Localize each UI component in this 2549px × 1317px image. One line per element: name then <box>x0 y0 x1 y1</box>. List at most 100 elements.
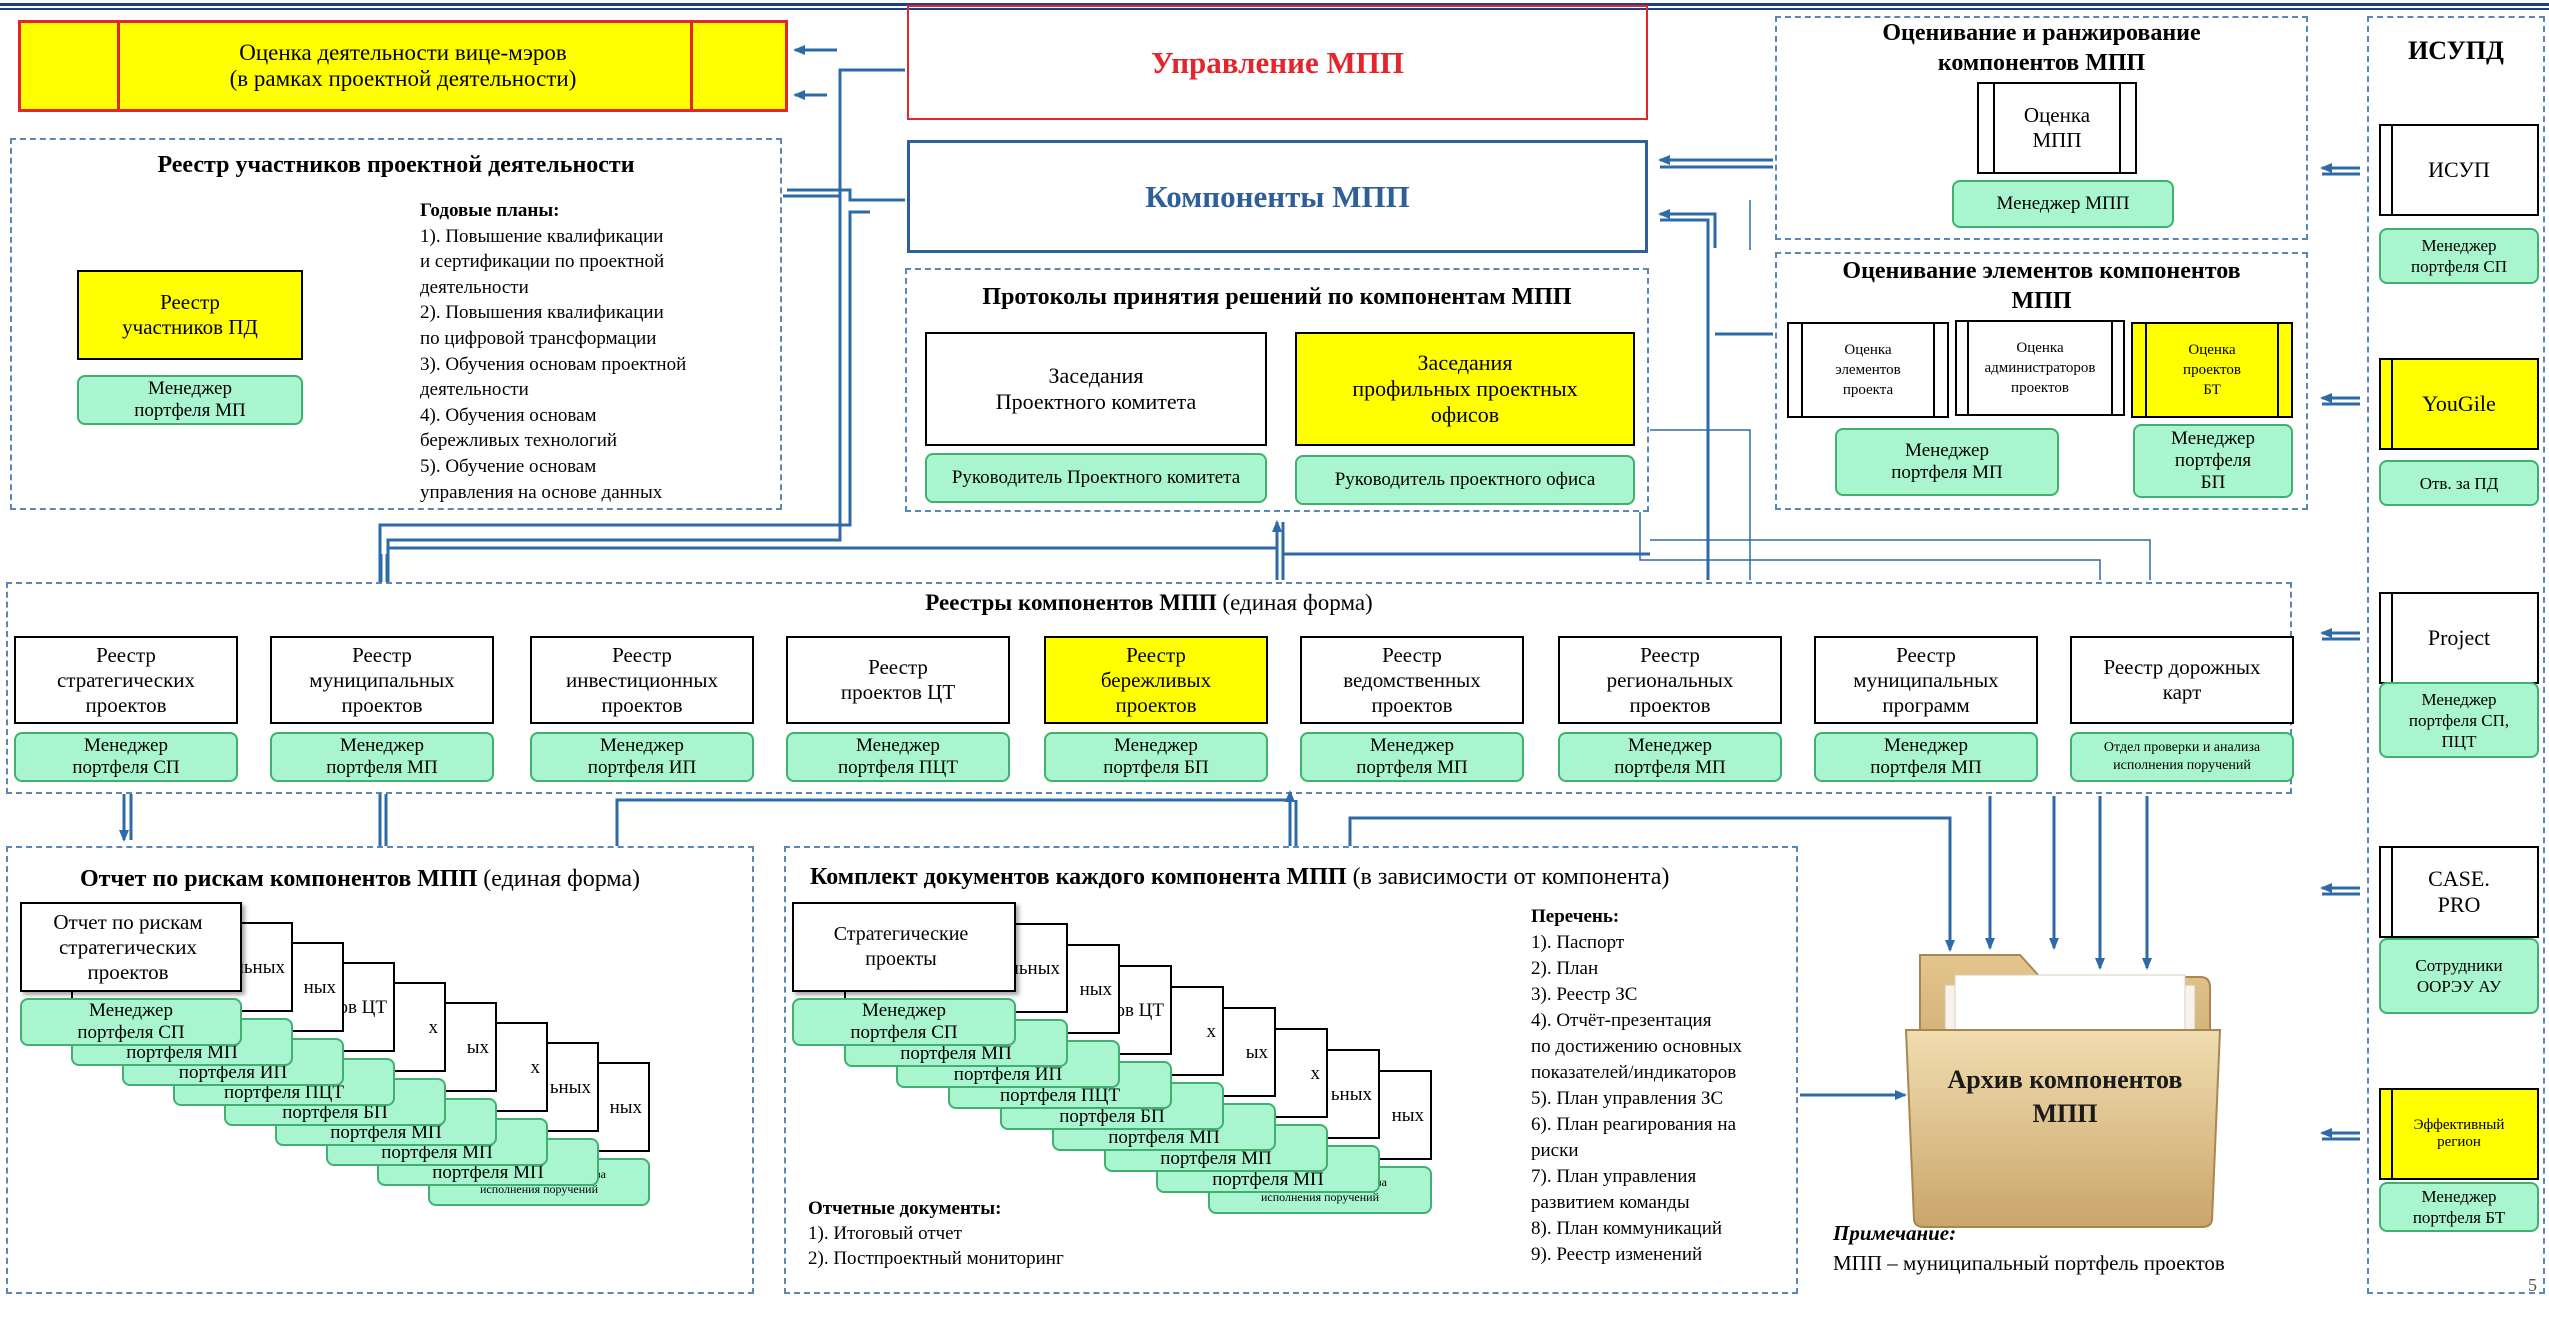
registry-name: Реестр ведомственных проектов <box>1343 642 1481 717</box>
registry-box: Реестр инвестиционных проектов <box>530 636 754 724</box>
ranking-panel: Оценивание и ранжирование компонентов МП… <box>1775 16 2308 240</box>
stacked-card: Отчет по рискам стратегических проектов <box>20 902 242 992</box>
ranking-manager: Менеджер МПП <box>1952 180 2174 228</box>
isupd-owner: Менеджер портфеля БТ <box>2379 1182 2539 1232</box>
stacked-card-label: Стратегические проекты <box>833 923 969 970</box>
stacked-card-label: ых <box>466 1036 489 1058</box>
note-text: МПП – муниципальный портфель проектов <box>1833 1251 2225 1275</box>
annual-plan-line: по цифровой трансформации <box>420 327 657 349</box>
stacked-card-owner-label: Менеджер портфеля СП <box>77 1000 185 1043</box>
stacked-card-owner: Менеджер портфеля СП <box>20 998 242 1046</box>
isupd-system-name: Project <box>2427 625 2491 650</box>
elements-manager-bp: Менеджер портфеля БП <box>2133 424 2293 498</box>
registry-name: Реестр муниципальных проектов <box>309 642 455 717</box>
eval-admins-box: Оценка администраторов проектов <box>1955 320 2125 416</box>
stacked-card-label: Отчет по рискам стратегических проектов <box>53 909 203 984</box>
registry-owner-label: Менеджер портфеля МП <box>1614 735 1726 778</box>
stacked-card-owner-label: Менеджер портфеля СП <box>850 1000 958 1043</box>
registry-owner: Менеджер портфеля МП <box>1814 732 2038 782</box>
docs-list-line: 9). Реестр изменений <box>1531 1244 1703 1265</box>
isupd-system-box: ИСУП <box>2379 124 2539 216</box>
isupd-system-name: Эффективный регион <box>2413 1117 2505 1150</box>
risks-panel: Отчет по рискам компонентов МПП (единая … <box>6 846 754 1294</box>
folder-icon <box>1904 954 2222 1228</box>
isupd-title: ИСУПД <box>2408 36 2504 65</box>
isupd-system-name: YouGile <box>2422 391 2496 416</box>
eval-bt-box: Оценка проектов БТ <box>2131 322 2293 418</box>
elements-panel: Оценивание элементов компонентов МПП Оце… <box>1775 252 2308 510</box>
stacked-card-label: льных <box>1009 957 1060 979</box>
components-header: Компоненты МПП <box>907 140 1648 253</box>
docs-list-line: 3). Реестр ЗС <box>1531 984 1638 1005</box>
registry-owner-label: Менеджер портфеля БП <box>1103 735 1209 778</box>
elements-manager-mp: Менеджер портфеля МП <box>1835 428 2059 496</box>
registry-owner: Менеджер портфеля МП <box>270 732 494 782</box>
offices-box: Заседания профильных проектных офисов <box>1295 332 1635 446</box>
annual-plans: Годовые планы: 1). Повышение квалификаци… <box>420 198 770 505</box>
stacked-card: Стратегические проекты <box>792 902 1016 992</box>
protocols-panel: Протоколы принятия решений по компонента… <box>905 268 1649 512</box>
stacked-card-label: ов ЦТ <box>1115 999 1164 1021</box>
annual-plan-line: 3). Обучения основам проектной <box>420 353 687 375</box>
management-title: Управление МПП <box>1150 44 1404 80</box>
annual-plans-title: Годовые планы: <box>420 200 560 221</box>
registry-box: Реестр региональных проектов <box>1558 636 1782 724</box>
docs-report-line: 2). Постпроектный мониторинг <box>808 1248 1064 1269</box>
isupd-owner-line: ПЦТ <box>2441 731 2477 751</box>
vice-mayors-line2: (в рамках проектной деятельности) <box>229 66 577 91</box>
registry-box: Реестр стратегических проектов <box>14 636 238 724</box>
vice-mayors-box: Оценка деятельности вице-мэров (в рамках… <box>18 20 788 112</box>
annual-plan-line: управления на основе данных <box>420 481 663 503</box>
docs-list-line: 6). План реагирования на <box>1531 1114 1737 1135</box>
registry-name: Реестр инвестиционных проектов <box>566 642 718 717</box>
stacked-card-label: х <box>1310 1062 1321 1084</box>
committee-box: Заседания Проектного комитета <box>925 332 1267 446</box>
docs-list-line: по достижению основных <box>1531 1036 1743 1057</box>
docs-list-line: 5). План управления ЗС <box>1531 1088 1724 1109</box>
archive-label: Архив компонентов МПП <box>1947 1065 2183 1128</box>
isupd-owner: Отв. за ПД <box>2379 460 2539 506</box>
annual-plan-line: деятельности <box>420 276 529 298</box>
registry-owner: Отдел проверки и анализа исполнения пору… <box>2070 732 2294 782</box>
note: Примечание: МПП – муниципальный портфель… <box>1833 1218 2225 1278</box>
annual-plan-line: 4). Обучения основам <box>420 404 597 426</box>
registry-box: Реестр проектов ЦТ <box>786 636 1010 724</box>
stacked-card-owner: Менеджер портфеля СП <box>792 998 1016 1046</box>
registry-box: Реестр муниципальных программ <box>1814 636 2038 724</box>
vice-mayors-line1: Оценка деятельности вице-мэров <box>239 40 567 65</box>
annual-plan-line: бережливых технологий <box>420 430 618 452</box>
elements-title: Оценивание элементов компонентов МПП <box>1842 258 2241 314</box>
registry-owner: Менеджер портфеля МП <box>1558 732 1782 782</box>
registry-owner: Менеджер портфеля ПЦТ <box>786 732 1010 782</box>
eval-elements-box: Оценка элементов проекта <box>1787 322 1949 418</box>
docs-reports-title: Отчетные документы: <box>808 1198 1002 1219</box>
stacked-card-label: ных <box>609 1096 642 1118</box>
isupd-owner-line: портфеля БТ <box>2412 1208 2506 1227</box>
registry-name: Реестр дорожных карт <box>2103 655 2261 704</box>
docs-title: Комплект документов каждого компонента М… <box>810 864 1670 890</box>
registry-box: Реестр муниципальных проектов <box>270 636 494 724</box>
docs-list-line: 7). План управления <box>1531 1166 1697 1187</box>
stacked-card-label: ных <box>1391 1104 1424 1126</box>
docs-list-line: риски <box>1531 1140 1579 1161</box>
isupd-owner-line: Менеджер <box>2421 236 2497 255</box>
isupd-owner-line: Менеджер <box>2421 1187 2497 1206</box>
registry-owner-label: Отдел проверки и анализа исполнения пору… <box>2103 740 2261 773</box>
committee-head: Руководитель Проектного комитета <box>925 453 1267 503</box>
annual-plan-line: и сертификации по проектной <box>420 251 665 273</box>
docs-list-line: 4). Отчёт-презентация <box>1531 1010 1712 1031</box>
annual-plan-line: 1). Повышение квалификации <box>420 225 664 247</box>
registry-box: Реестр бережливых проектов <box>1044 636 1268 724</box>
registry-owner-label: Менеджер портфеля МП <box>326 735 438 778</box>
page-number: 5 <box>2528 1275 2537 1295</box>
registry-owner-label: Менеджер портфеля МП <box>1356 735 1468 778</box>
registry-owner: Менеджер портфеля БП <box>1044 732 1268 782</box>
registry-name: Реестр региональных проектов <box>1606 642 1734 717</box>
registry-owner-label: Менеджер портфеля СП <box>72 735 180 778</box>
participants-title: Реестр участников проектной деятельности <box>157 152 635 178</box>
